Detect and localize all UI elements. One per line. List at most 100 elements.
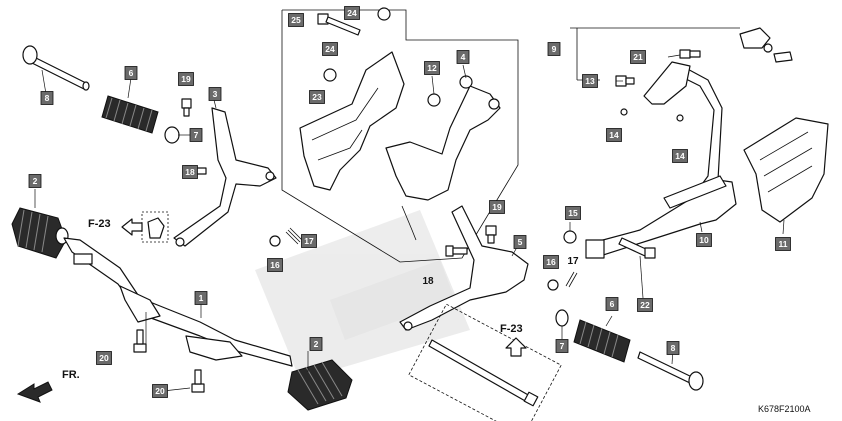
callout-text: 11: [779, 239, 788, 249]
callout-text: 13: [585, 76, 595, 86]
callout-text: 16: [270, 260, 280, 270]
callout-20: 20: [152, 384, 168, 398]
callout-text: 6: [129, 68, 134, 78]
callout-text: 7: [194, 130, 199, 140]
nut-15-icon: [563, 230, 577, 244]
callout-text: 22: [640, 300, 650, 310]
callout-15: 15: [565, 206, 581, 220]
bracket-4-icon: [385, 75, 501, 241]
callout-text: 15: [568, 208, 578, 218]
callout-text: 23: [312, 92, 322, 102]
grab-rail-10-icon: [585, 65, 737, 259]
subassembly-outline: [281, 9, 519, 263]
callout-18: 18: [422, 276, 434, 287]
callout-12: 12: [424, 61, 440, 75]
lock-bracket-icon: [643, 61, 691, 105]
watermark-pattern: [255, 210, 470, 380]
bolt-19-top-icon: [181, 98, 192, 117]
bolt-25-icon: [317, 13, 361, 36]
bracket-23-icon: [299, 51, 405, 191]
callout-text: 12: [427, 63, 437, 73]
step-bar-1-icon: [63, 237, 293, 367]
callout-text: 1: [199, 293, 204, 303]
washer-16-right-icon: [547, 279, 559, 291]
front-label: FR.: [62, 369, 80, 381]
bolt-20-upper-icon: [133, 329, 147, 353]
washer-16-left-icon: [269, 235, 281, 247]
callout-22: 22: [637, 298, 653, 312]
front-ref-left: F-23: [88, 211, 169, 243]
callout-7: 7: [555, 339, 569, 353]
nut-24-mid-icon: [323, 68, 337, 82]
callout-text: 14: [675, 151, 685, 161]
callout-13: 13: [582, 74, 598, 88]
callout-5: 5: [513, 235, 527, 249]
callout-text: 20: [99, 353, 109, 363]
callout-text: 24: [347, 8, 357, 18]
callout-text: 24: [325, 44, 335, 54]
callout-18: 18: [182, 165, 198, 179]
helmet-lock-icon: [739, 27, 793, 63]
callout-text: 4: [461, 52, 466, 62]
spring-17-right-icon: [565, 271, 578, 288]
callout-text: 17: [304, 236, 314, 246]
bolt-20-lower-icon: [191, 369, 205, 393]
washer-7-top-icon: [164, 126, 180, 144]
callout-text: 7: [560, 341, 565, 351]
front-direction-arrow: FR.: [16, 369, 80, 403]
pin-8-left-icon: [22, 45, 90, 91]
callout-text: 18: [185, 167, 195, 177]
callout-text: 16: [546, 257, 556, 267]
spring-17-left-icon: [285, 227, 303, 245]
bolt-22-icon: [618, 237, 656, 259]
footpeg-2-left-icon: [11, 207, 69, 259]
callout-14: 14: [672, 149, 688, 163]
callout-16: 16: [543, 255, 559, 269]
callout-21: 21: [630, 50, 646, 64]
callout-text: 2: [314, 339, 319, 349]
callout-6: 6: [605, 297, 619, 311]
callout-10: 10: [696, 233, 712, 247]
callout-2: 2: [309, 337, 323, 351]
callout-3: 3: [208, 87, 222, 101]
nut-24-top-icon: [377, 7, 391, 21]
callout-1: 1: [194, 291, 208, 305]
callout-23: 23: [309, 90, 325, 104]
callout-19: 19: [178, 72, 194, 86]
rubber-6-top-icon: [101, 95, 159, 134]
screw-14-upper-icon: [620, 108, 628, 116]
callout-20: 20: [96, 351, 112, 365]
callout-17: 17: [567, 256, 579, 267]
pin-8-right-icon: [637, 351, 704, 391]
front-ref-bottom: F-23: [500, 323, 527, 357]
callout-text: 14: [609, 130, 619, 140]
callout-24: 24: [322, 42, 338, 56]
bracket-5-icon: [399, 205, 529, 331]
bolt-21-icon: [679, 49, 701, 59]
callout-text: 17: [567, 256, 579, 267]
callout-8: 8: [40, 91, 54, 105]
callout-text: 25: [291, 15, 301, 25]
callout-16: 16: [267, 258, 283, 272]
page-ref-left: F-23: [88, 218, 111, 230]
leader-lines: [34, 54, 785, 392]
callout-8: 8: [666, 341, 680, 355]
callout-6: 6: [124, 66, 138, 80]
washer-7-right-icon: [555, 309, 569, 327]
nut-12-icon: [427, 93, 441, 107]
callout-2: 2: [28, 174, 42, 188]
long-bolt-icon: [408, 303, 562, 421]
reference-code: K678F2100A: [758, 404, 811, 414]
bolt-18-mid-icon: [445, 245, 468, 257]
callout-text: 6: [610, 299, 615, 309]
screw-14-lower-icon: [676, 114, 684, 122]
callout-text: 9: [552, 44, 557, 54]
callout-25: 25: [288, 13, 304, 27]
callout-9: 9: [547, 42, 561, 56]
rubber-6-right-icon: [573, 319, 631, 363]
bolt-19-mid-icon: [485, 225, 497, 244]
cover-11-icon: [743, 117, 829, 223]
callout-text: 20: [155, 386, 165, 396]
